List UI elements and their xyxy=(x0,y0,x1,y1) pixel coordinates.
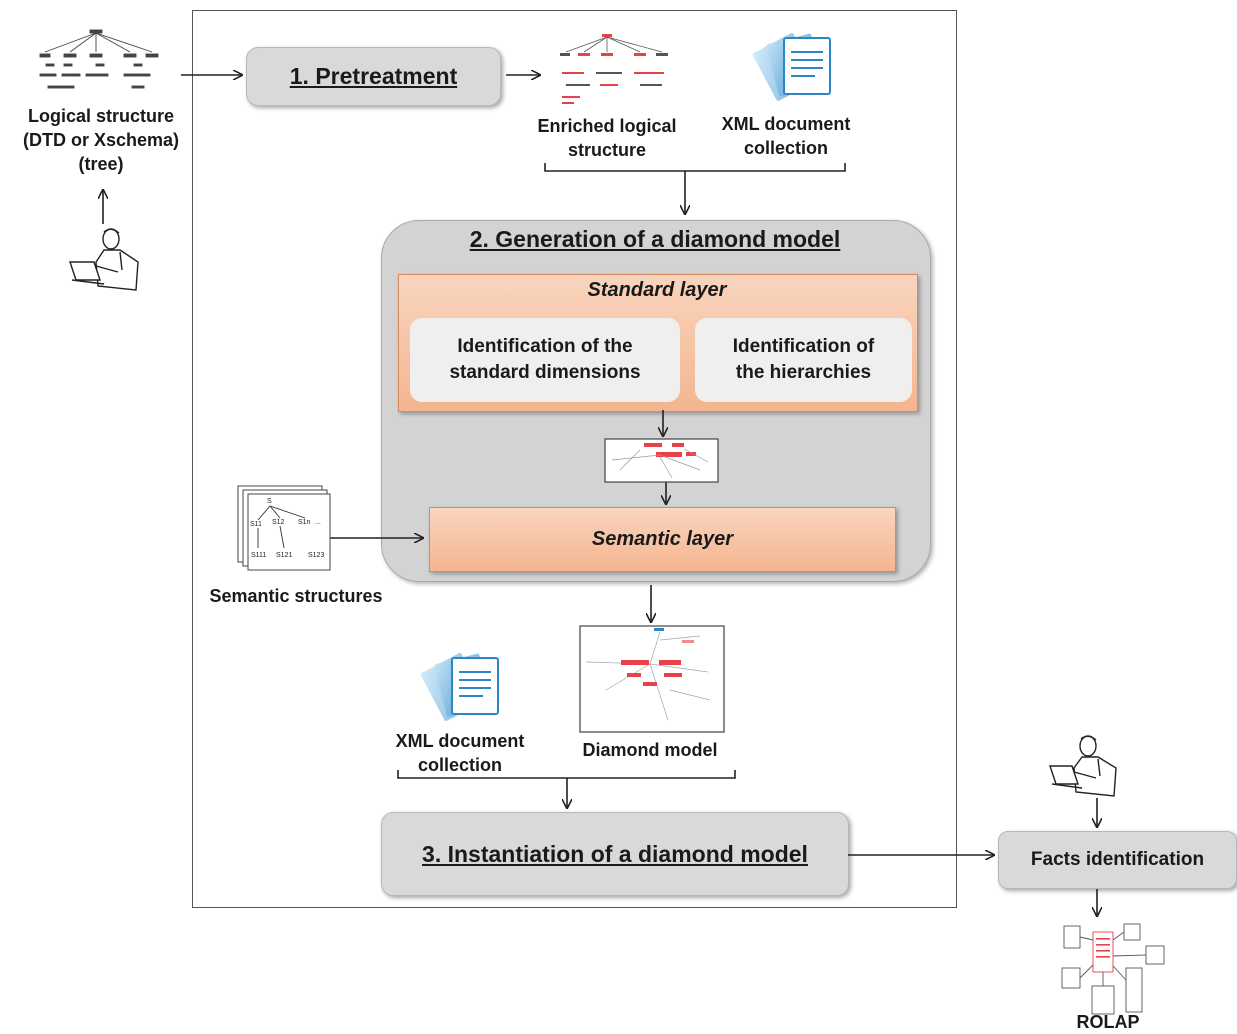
sem-tree-s123: S123 xyxy=(308,552,324,559)
standard-dimensions-box[interactable]: Identification of the standard dimension… xyxy=(410,318,680,402)
enriched-structure-label: Enriched logical structure xyxy=(537,116,677,160)
xml-collection-label-top: XML document collection xyxy=(721,114,851,158)
bracket-bottom xyxy=(397,770,736,779)
pretreatment-title: 1. Pretreatment xyxy=(289,63,458,89)
sem-tree-s121: S121 xyxy=(276,552,292,559)
rolap-schema-icon xyxy=(1061,923,1165,1015)
user-laptop-icon-left xyxy=(69,228,139,291)
semantic-layer-label: Semantic layer xyxy=(591,528,734,550)
dimensions-line1: Identification of the xyxy=(457,336,633,357)
pretreatment-box[interactable]: 1. Pretreatment xyxy=(246,47,501,106)
xml-documents-icon-bottom xyxy=(420,653,499,721)
facts-identification-label: Facts identification xyxy=(1030,849,1205,870)
user-laptop-icon-right xyxy=(1049,735,1117,797)
semantic-structures-label: Semantic structures xyxy=(209,586,383,606)
logical-tree-icon xyxy=(39,29,159,89)
xml-documents-icon-top xyxy=(752,33,831,101)
standard-layer-label: Standard layer xyxy=(587,279,727,301)
rolap-label: ROLAP xyxy=(1076,1012,1140,1032)
hierarchies-box[interactable]: Identification of the hierarchies xyxy=(695,318,912,402)
logical-structure-label: Logical structure (DTD or Xschema) (tree… xyxy=(22,106,180,174)
diamond-model-label: Diamond model xyxy=(582,740,718,760)
generation-title: 2. Generation of a diamond model xyxy=(469,226,841,252)
semantic-layer[interactable]: Semantic layer xyxy=(429,507,896,572)
hierarchies-line2: the hierarchies xyxy=(735,362,872,383)
enriched-tree-icon xyxy=(560,34,668,104)
semantic-structures-icon: S S11 S12 S1n ... S111 S121 S123 xyxy=(237,485,331,571)
xml-collection-label-bottom: XML document collection xyxy=(395,731,525,775)
bracket-top xyxy=(544,163,846,172)
sem-tree-s11: S11 xyxy=(250,521,262,528)
intermediate-model-icon xyxy=(604,438,719,483)
diamond-model-icon xyxy=(579,625,725,733)
instantiation-title: 3. Instantiation of a diamond model xyxy=(422,840,808,867)
sem-tree-root: S xyxy=(267,498,272,505)
dimensions-line2: standard dimensions xyxy=(449,362,641,383)
sem-tree-ellipsis: ... xyxy=(315,519,321,526)
sem-tree-s12: S12 xyxy=(272,519,285,526)
facts-identification-box[interactable]: Facts identification xyxy=(998,831,1237,889)
sem-tree-s111: S111 xyxy=(251,552,266,559)
instantiation-box[interactable]: 3. Instantiation of a diamond model xyxy=(381,812,849,896)
hierarchies-line1: Identification of xyxy=(732,336,875,357)
sem-tree-s1n: S1n xyxy=(298,519,311,526)
